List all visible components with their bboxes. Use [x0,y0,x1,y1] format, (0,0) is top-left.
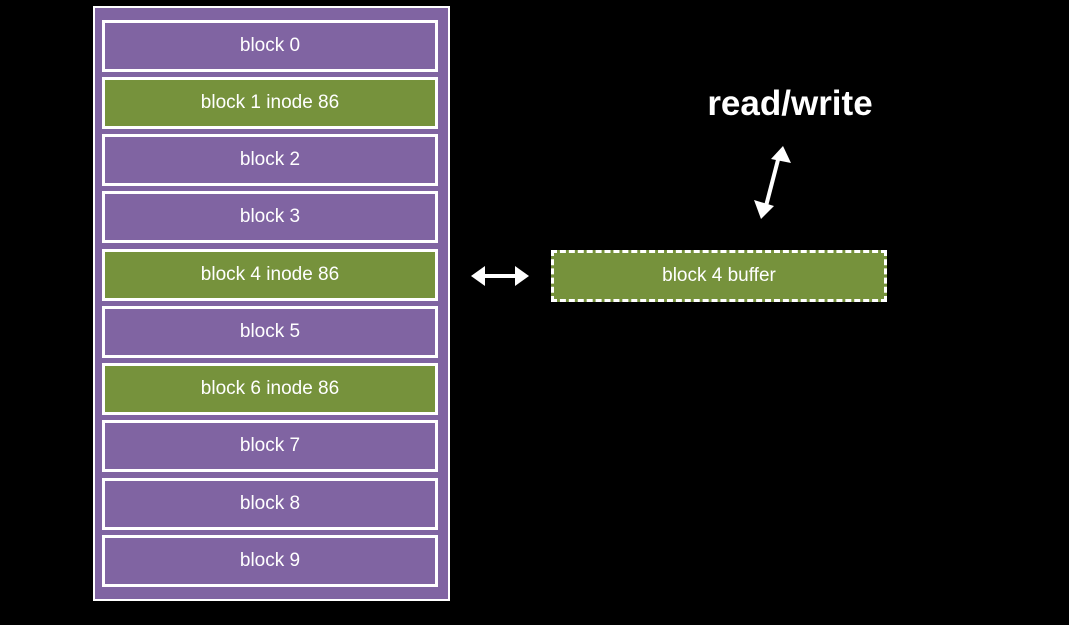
disk-block-7: block 7 [102,420,438,472]
double-arrow-horizontal-icon [471,266,529,286]
disk-block-5: block 5 [102,306,438,358]
disk-block-8: block 8 [102,478,438,530]
read-write-label: read/write [707,84,873,123]
disk-block-2: block 2 [102,134,438,186]
disk-block-9: block 9 [102,535,438,587]
disk-block-1: block 1 inode 86 [102,77,438,129]
disk-block-4: block 4 inode 86 [102,249,438,301]
double-arrow-diagonal-icon [754,146,791,219]
block-buffer: block 4 buffer [551,250,887,302]
disk-block-6: block 6 inode 86 [102,363,438,415]
disk-block-3: block 3 [102,191,438,243]
disk-block-0: block 0 [102,20,438,72]
